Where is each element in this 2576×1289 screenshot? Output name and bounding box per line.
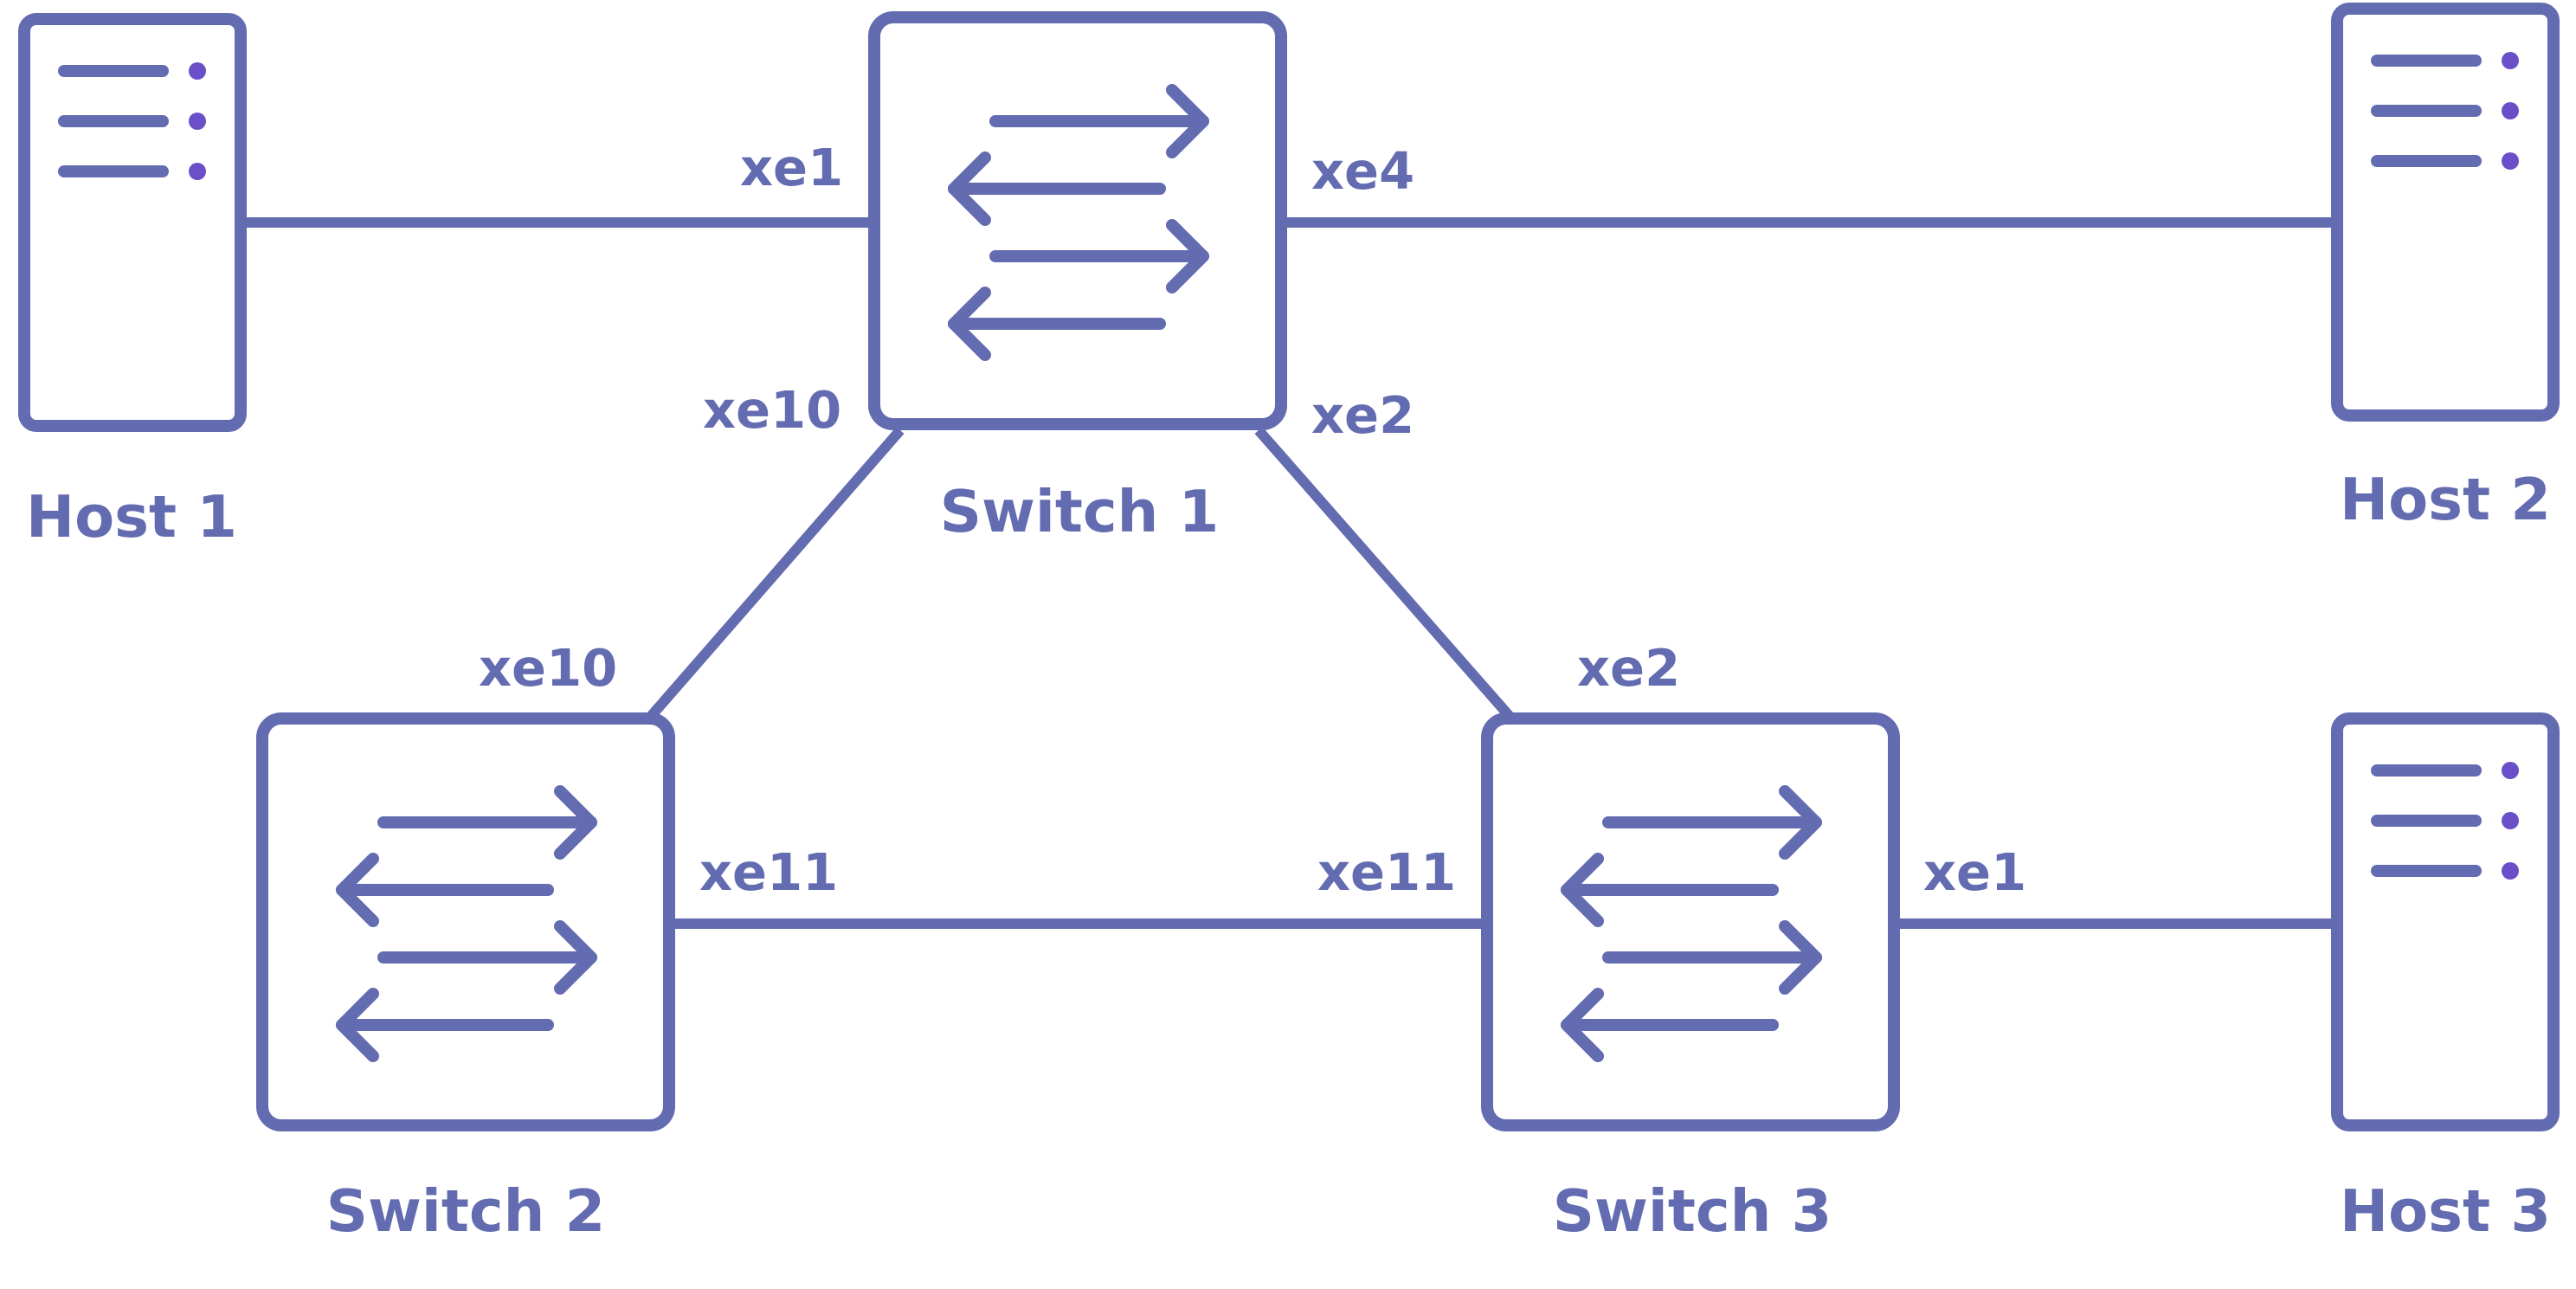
port-label-switch1-xe10: xe10 bbox=[703, 380, 841, 440]
switch1-switch-icon[interactable] bbox=[874, 17, 1281, 424]
link-switch1-switch2 bbox=[643, 427, 905, 724]
links bbox=[242, 217, 2337, 929]
host3-label: Host 3 bbox=[2340, 1177, 2551, 1245]
port-label-switch2-xe11: xe11 bbox=[699, 842, 838, 902]
host2-server-icon[interactable] bbox=[2337, 9, 2553, 416]
switch2-label: Switch 2 bbox=[326, 1177, 606, 1245]
port-label-switch2-xe10: xe10 bbox=[479, 638, 617, 698]
port-label-switch1-xe4: xe4 bbox=[1311, 141, 1414, 201]
host1-label: Host 1 bbox=[26, 483, 237, 551]
switch1-label: Switch 1 bbox=[940, 478, 1220, 545]
switch3-switch-icon[interactable] bbox=[1487, 719, 1894, 1125]
host3-server-icon[interactable] bbox=[2337, 719, 2553, 1125]
port-label-switch3-xe2: xe2 bbox=[1577, 638, 1680, 698]
port-label-switch3-xe1: xe1 bbox=[1923, 842, 2026, 902]
port-label-switch1-xe2: xe2 bbox=[1311, 385, 1414, 445]
port-label-switch1-xe1: xe1 bbox=[740, 138, 843, 197]
port-label-switch3-xe11: xe11 bbox=[1317, 842, 1456, 902]
host2-label: Host 2 bbox=[2340, 466, 2551, 533]
switch2-switch-icon[interactable] bbox=[262, 719, 669, 1125]
switch3-label: Switch 3 bbox=[1553, 1177, 1832, 1245]
link-switch1-switch3 bbox=[1254, 427, 1517, 724]
host1-server-icon[interactable] bbox=[24, 19, 241, 426]
